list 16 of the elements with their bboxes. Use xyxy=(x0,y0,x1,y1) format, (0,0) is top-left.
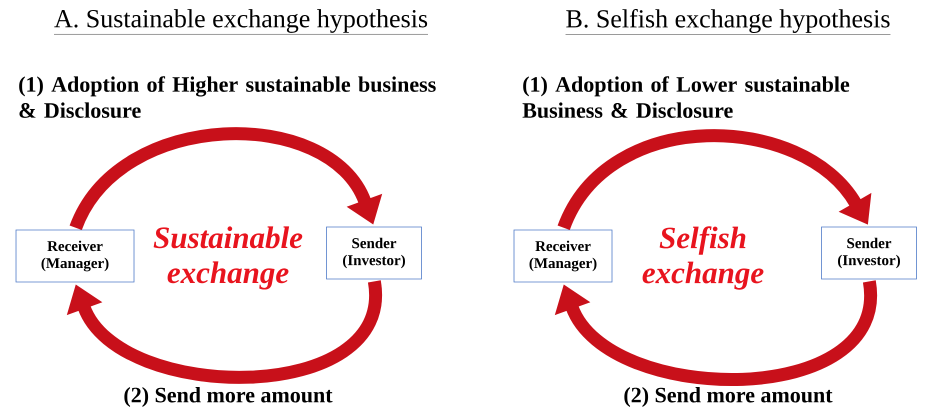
role-box: Sender (Investor) xyxy=(821,226,917,280)
edge-label: (2) Send more amount xyxy=(624,387,832,407)
role-box: Sender (Investor) xyxy=(326,226,422,280)
center-text: Sustainable exchange xyxy=(154,226,302,290)
curved-arrow xyxy=(558,129,872,231)
panel-title: A. Sustainable exchange hypothesis xyxy=(54,9,428,34)
edge-label: (1) Adoption of Higher sustainable business & Disclosure xyxy=(19,76,436,118)
edge-label: (2) Send more amount xyxy=(124,387,332,407)
curved-arrow xyxy=(66,281,381,384)
role-box: Receiver (Manager) xyxy=(514,230,612,282)
role-box: Receiver (Manager) xyxy=(16,230,134,282)
edge-label: (1) Adoption of Lower sustainable Business & Disclosure xyxy=(522,76,850,118)
curved-arrow xyxy=(70,128,382,231)
curved-arrow xyxy=(554,281,876,386)
panel-title: B. Selfish exchange hypothesis xyxy=(565,9,891,35)
center-text: Selfish exchange xyxy=(642,226,764,290)
